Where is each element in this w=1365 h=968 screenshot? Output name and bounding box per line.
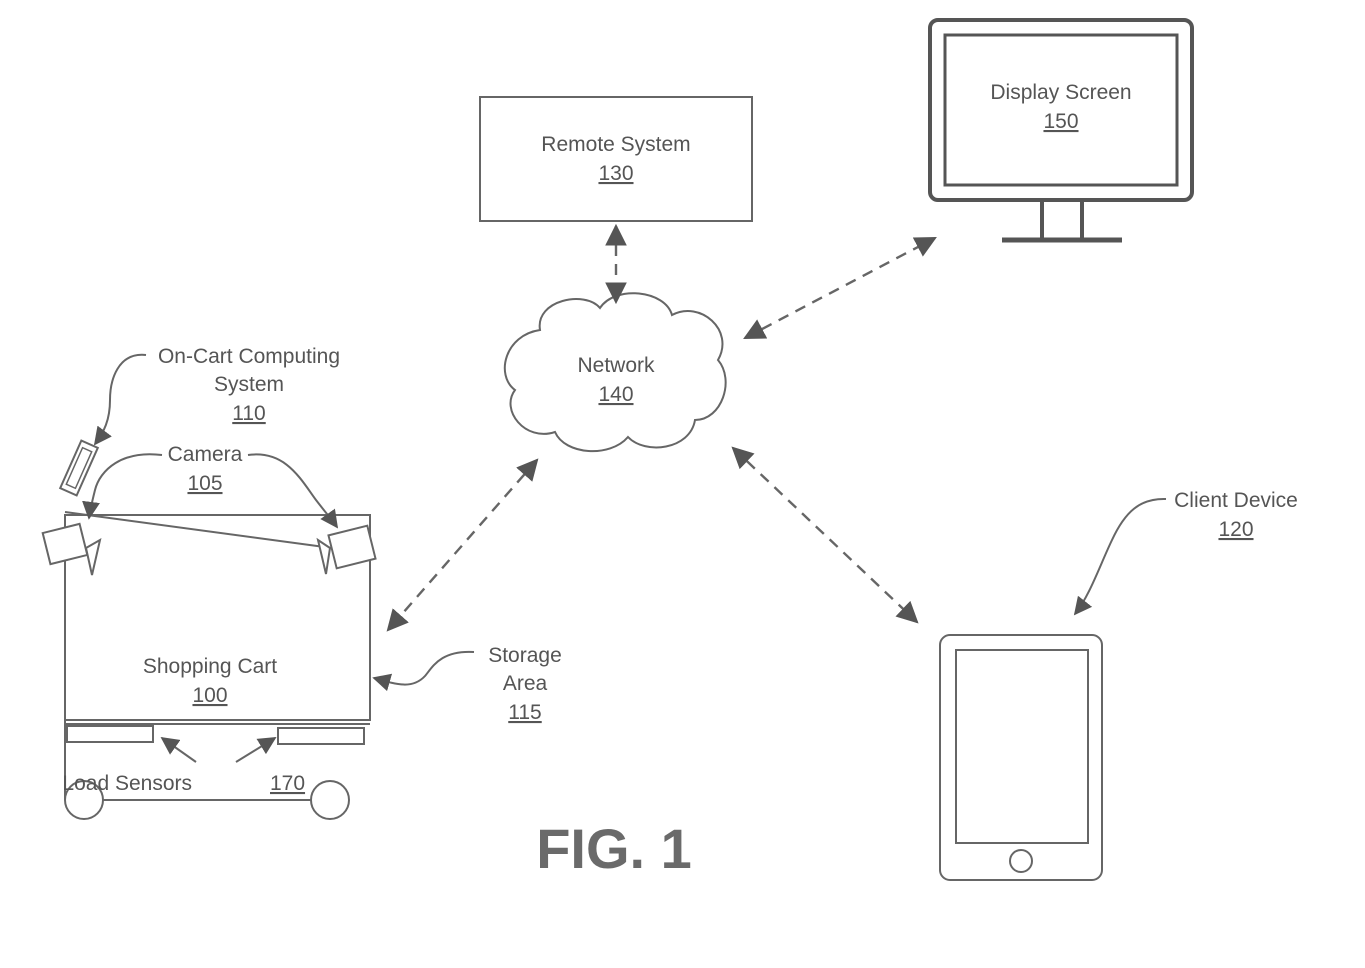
edge-network-display xyxy=(745,238,935,338)
client-device-node xyxy=(940,635,1102,880)
load-sensors-leader-left xyxy=(162,738,196,762)
tablet-screen xyxy=(956,650,1088,843)
camera-label: Camera xyxy=(168,443,243,466)
on-cart-computing-leader xyxy=(95,355,146,444)
on-cart-computing-label-line2: System xyxy=(214,373,284,396)
load-sensors-ref: 170 xyxy=(270,772,305,795)
on-cart-computing-ref: 110 xyxy=(232,402,265,425)
storage-area-annotation: Storage Area 115 xyxy=(374,644,562,724)
storage-area-ref: 115 xyxy=(508,701,541,724)
network-ref: 140 xyxy=(598,383,633,406)
camera-ref: 105 xyxy=(187,472,222,495)
display-screen-label: Display Screen xyxy=(990,81,1131,104)
on-cart-computing-label-line1: On-Cart Computing xyxy=(158,345,340,368)
network-node: Network 140 xyxy=(505,293,726,451)
remote-system-node: Remote System 130 xyxy=(480,97,752,221)
shopping-cart-ref: 100 xyxy=(192,684,227,707)
network-label: Network xyxy=(577,354,655,377)
display-screen-node: Display Screen 150 xyxy=(930,20,1192,240)
camera-leader-left xyxy=(89,454,162,518)
load-sensors-annotation: Load Sensors 170 xyxy=(62,738,305,795)
remote-system-box xyxy=(480,97,752,221)
edge-network-cart xyxy=(388,460,537,630)
client-device-ref: 120 xyxy=(1218,518,1253,541)
load-sensors-leader-right xyxy=(236,738,275,762)
tablet-home-button xyxy=(1010,850,1032,872)
cart-wheel-right xyxy=(311,781,349,819)
on-cart-computer-icon xyxy=(60,441,98,496)
storage-area-leader xyxy=(374,652,474,685)
load-sensor-left xyxy=(67,726,153,742)
client-device-leader xyxy=(1075,499,1166,614)
shopping-cart-label: Shopping Cart xyxy=(143,655,277,678)
client-device-annotation: Client Device 120 xyxy=(1075,489,1298,614)
on-cart-computing-annotation: On-Cart Computing System 110 xyxy=(95,345,340,444)
load-sensor-right xyxy=(278,728,364,744)
edge-network-client xyxy=(733,448,917,622)
storage-area-label-line1: Storage xyxy=(488,644,562,667)
storage-area-label-line2: Area xyxy=(503,672,548,695)
client-device-label: Client Device xyxy=(1174,489,1298,512)
display-screen-ref: 150 xyxy=(1043,110,1078,133)
remote-system-ref: 130 xyxy=(598,162,633,185)
remote-system-label: Remote System xyxy=(541,133,690,156)
load-sensors-label: Load Sensors xyxy=(62,772,192,795)
figure-title: FIG. 1 xyxy=(536,817,692,880)
